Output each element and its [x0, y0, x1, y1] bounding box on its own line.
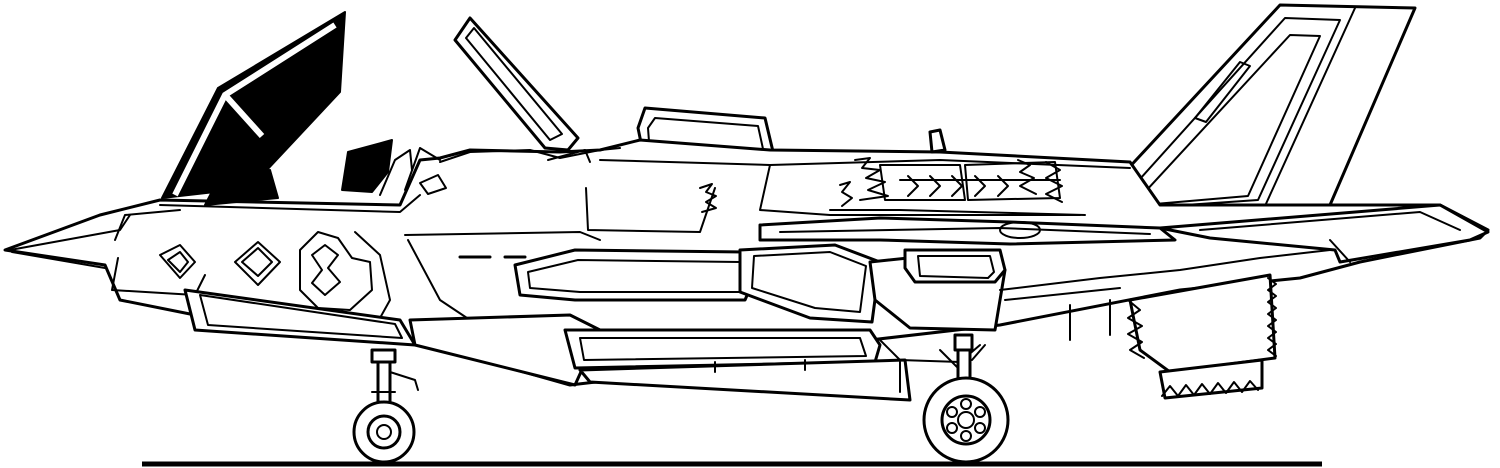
center-fuselage-panels [458, 243, 1007, 332]
nose-landing-gear [352, 348, 419, 464]
cockpit-seat [204, 139, 591, 206]
sawtooth-panels [699, 128, 1063, 213]
forward-fuselage-panels [111, 209, 601, 321]
open-canopy [161, 11, 346, 199]
aft-fuselage-panels [758, 216, 1331, 363]
main-landing-gear [922, 333, 1010, 464]
swivel-nozzle [1127, 273, 1277, 400]
landing-gear-doors [183, 288, 912, 402]
aux-inlet-door [453, 16, 580, 152]
